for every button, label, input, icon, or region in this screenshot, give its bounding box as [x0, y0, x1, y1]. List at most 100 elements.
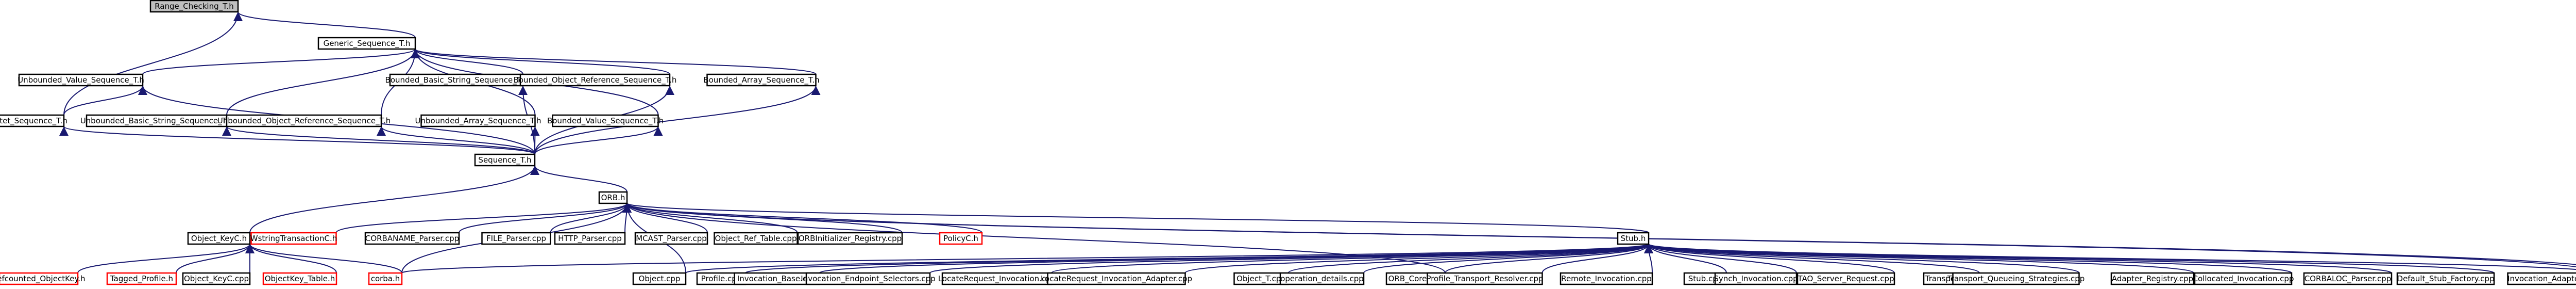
node-inv-base[interactable]: Invocation_Base.cpp [734, 272, 820, 285]
node-label: Invocation_Adapter.cpp [2507, 274, 2576, 284]
node-policyc[interactable]: PolicyC.h [939, 232, 983, 245]
node-corba-h[interactable]: corba.h [368, 272, 403, 285]
edge-inv_adapter-to-stub [1645, 244, 2576, 270]
node-orbinit[interactable]: ORBInitializer_Registry.cpp [797, 232, 903, 245]
node-box [420, 114, 536, 127]
edges-layer [59, 11, 2576, 274]
node-http-parser[interactable]: HTTP_Parser.cpp [554, 232, 626, 245]
edge-seq-to-bnd_value [534, 126, 663, 155]
node-object-t[interactable]: Object_T.cpp [1233, 272, 1289, 285]
node-box [2396, 272, 2495, 285]
node-wstring[interactable]: WstringTransactionC.h [250, 232, 337, 245]
node-label: Object_KeyC.cpp [184, 274, 249, 284]
node-label: Tagged_Profile.h [110, 274, 173, 284]
edge-operation_details-to-stub [1363, 244, 1653, 274]
edge-inv_endpoint-to-stub [929, 244, 1653, 274]
node-box [632, 272, 687, 285]
node-label: Invocation_Base.cpp [737, 274, 817, 284]
edge-policyc-to-orb [622, 203, 982, 233]
node-label: LocateRequest_Invocation_Adapter.cpp [1041, 274, 1192, 284]
node-box [2303, 272, 2393, 285]
node-unb-objref[interactable]: Unbounded_Object_Reference_Sequence_T.h [217, 114, 391, 127]
node-bnd-basic[interactable]: Bounded_Basic_String_Sequence_T.h [385, 73, 528, 87]
node-orb[interactable]: ORB.h [598, 191, 628, 204]
node-adapter-reg[interactable]: Adapter_Registry.cpp [2110, 272, 2195, 285]
edge-object_t-to-stub [1287, 244, 1653, 274]
node-tao-server[interactable]: TAO_Server_Request.cpp [1797, 272, 1895, 285]
node-bnd-array[interactable]: Bounded_Array_Sequence_T.h [703, 73, 820, 87]
node-box [598, 191, 628, 204]
node-objref-table[interactable]: Object_Ref_Table.cpp [714, 232, 798, 245]
edge-seq-to-unb_octet [59, 126, 535, 155]
node-objkey-cpp[interactable]: Object_KeyC.cpp [182, 272, 251, 285]
node-locfwd-adapter[interactable]: LocateRequest_Invocation_Adapter.cpp [1041, 272, 1192, 285]
node-range[interactable]: Range_Checking_T.h [149, 0, 239, 13]
edge-corba_h-to-objkey [245, 244, 402, 274]
node-profile-transport[interactable]: Profile_Transport_Resolver.cpp [1426, 272, 1544, 285]
edge-inv_base-to-stub [819, 244, 1653, 274]
node-objkey-table[interactable]: ObjectKey_Table.h [262, 272, 337, 285]
node-unb-basic[interactable]: Unbounded_Basic_String_Sequence_T.h [80, 114, 233, 127]
node-transport-queue[interactable]: Transport_Queueing_Strategies.cpp [1947, 272, 2085, 285]
node-remote-inv[interactable]: Remote_Invocation.cpp [1560, 272, 1653, 285]
node-label: Adapter_Registry.cpp [2112, 274, 2193, 284]
node-box [182, 272, 251, 285]
node-label: Unbounded_Object_Reference_Sequence_T.h [217, 116, 391, 126]
node-label: Profile.cpp [701, 274, 742, 283]
node-bnd-value[interactable]: Bounded_Value_Sequence_T.h [547, 114, 664, 127]
edge-orb_core-to-stub [1445, 244, 1653, 274]
node-box [805, 272, 931, 285]
node-refcounted[interactable]: Refcounted_ObjectKey.h [0, 272, 86, 285]
node-label: Object_Ref_Table.cpp [715, 234, 797, 244]
node-default-stub[interactable]: Default_Stub_Factory.cpp [2396, 272, 2495, 285]
node-file-parser[interactable]: FILE_Parser.cpp [481, 232, 551, 245]
node-generic[interactable]: Generic_Sequence_T.h [317, 37, 416, 50]
node-mcast-parser[interactable]: MCAST_Parser.cpp [634, 232, 708, 245]
node-box [706, 73, 817, 87]
node-label: Bounded_Object_Reference_Sequence_T.h [514, 75, 677, 85]
node-profile-cpp[interactable]: Profile.cpp [696, 272, 747, 285]
edge-seq-to-unb_basic [222, 126, 535, 155]
node-label: Collocated_Invocation.cpp [2193, 274, 2294, 284]
edge-locfwd_adapter-to-stub [1184, 244, 1653, 274]
node-corbaloc[interactable]: CORBALOC_Parser.cpp [2303, 272, 2393, 285]
node-label: Object_KeyC.h [191, 234, 247, 244]
node-box [317, 37, 416, 50]
node-label: Range_Checking_T.h [155, 2, 234, 11]
edge-transport_queue-to-stub [1644, 244, 2080, 274]
node-operation-details[interactable]: operation_details.cpp [1279, 272, 1365, 285]
node-stub[interactable]: Stub.h [1617, 232, 1650, 245]
node-collocated[interactable]: Collocated_Invocation.cpp [2193, 272, 2294, 285]
node-box [149, 0, 239, 13]
node-box [0, 114, 65, 127]
node-box [1279, 272, 1365, 285]
node-box [634, 232, 708, 245]
node-locfwd-inv[interactable]: LocateRequest_Invocation.cpp [938, 272, 1056, 285]
node-box [364, 232, 460, 245]
node-objkey[interactable]: Object_KeyC.h [187, 232, 251, 245]
node-box [1714, 272, 1798, 285]
node-box [554, 232, 626, 245]
node-bnd-objref[interactable]: Bounded_Object_Reference_Sequence_T.h [514, 73, 677, 87]
edge-wstring-to-orb [335, 203, 632, 233]
node-seq[interactable]: Sequence_T.h [474, 153, 536, 167]
node-unb-value[interactable]: Unbounded_Value_Sequence_T.h [18, 73, 144, 87]
node-unb-octet[interactable]: Unbounded_Octet_Sequence_T.h [0, 114, 67, 127]
node-label: Bounded_Value_Sequence_T.h [547, 116, 664, 126]
node-corbaname[interactable]: CORBANAME_Parser.cpp [364, 232, 460, 245]
node-label: Default_Stub_Factory.cpp [2397, 274, 2495, 284]
node-box [519, 73, 671, 87]
node-synch-inv[interactable]: Synch_Invocation.cpp [1714, 272, 1798, 285]
node-label: CORBALOC_Parser.cpp [2304, 274, 2391, 284]
edge-transport_cpp-to-stub [1644, 244, 1980, 274]
node-inv-endpoint[interactable]: Invocation_Endpoint_Selectors.cpp [801, 272, 936, 285]
node-inv-adapter[interactable]: Invocation_Adapter.cpp [2507, 272, 2576, 285]
node-box [187, 232, 251, 245]
node-tagged[interactable]: Tagged_Profile.h [106, 272, 177, 285]
node-object-cpp[interactable]: Object.cpp [632, 272, 687, 285]
node-label: TAO_Server_Request.cpp [1798, 274, 1894, 284]
node-unb-array[interactable]: Unbounded_Array_Sequence_T.h [415, 114, 541, 127]
node-label: Unbounded_Octet_Sequence_T.h [0, 116, 67, 126]
